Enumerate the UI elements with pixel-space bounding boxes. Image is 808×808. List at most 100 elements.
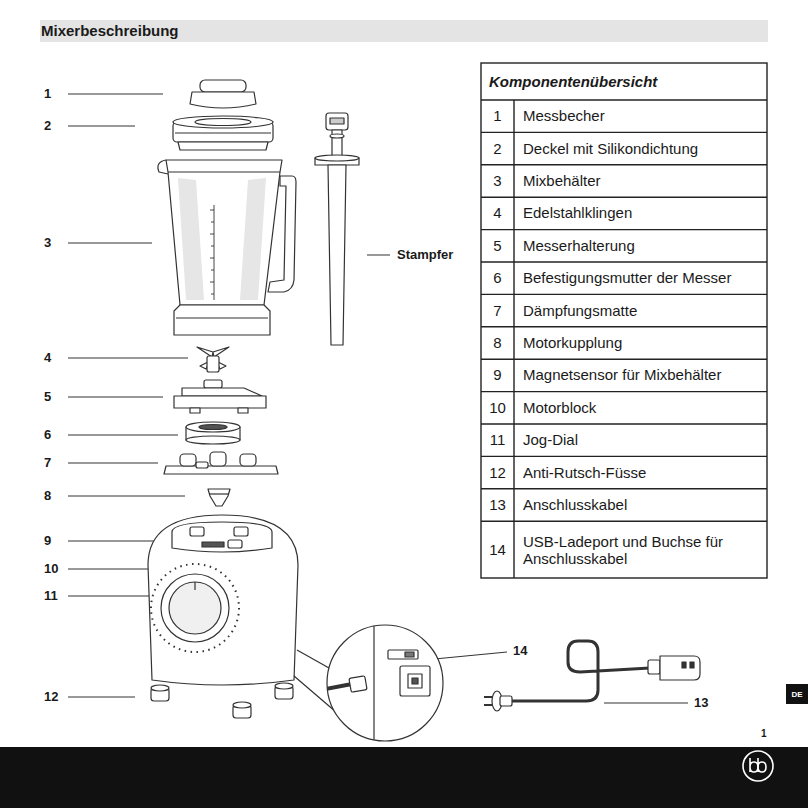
blender-drawing xyxy=(512,641,650,701)
table-grid xyxy=(481,359,767,360)
blender-drawing xyxy=(330,118,344,124)
leader-lines xyxy=(68,243,152,244)
table-grid xyxy=(481,99,767,100)
blender-drawing xyxy=(148,515,298,685)
table-cell: Dämpfungsmatte xyxy=(523,302,761,319)
blender-drawing xyxy=(178,142,268,150)
blender-drawing xyxy=(190,408,200,413)
blender-drawing xyxy=(164,466,278,474)
tab-text: DE xyxy=(791,690,802,699)
blender-drawing xyxy=(682,662,686,668)
table-number: 14 xyxy=(489,541,506,558)
blender-drawing xyxy=(200,80,246,92)
table-cell: Magnetsensor für Mixbehälter xyxy=(523,367,761,384)
blender-drawing xyxy=(172,522,272,552)
blender-drawing xyxy=(178,178,204,300)
leader-lines xyxy=(68,126,135,127)
blender-drawing xyxy=(275,683,293,689)
blender-drawing xyxy=(297,650,329,668)
callout-number: 13 xyxy=(694,696,708,711)
table-grid xyxy=(481,261,767,262)
table-number: 6 xyxy=(493,270,501,287)
blender-drawing xyxy=(648,660,660,674)
blender-drawing xyxy=(373,620,374,746)
blender-drawing xyxy=(320,684,352,690)
table-cell: USB-Ladeport und Buchse für Anschlusskab… xyxy=(523,532,761,567)
blender-drawing xyxy=(204,380,222,388)
table-grid xyxy=(481,423,767,424)
blender-drawing xyxy=(349,676,367,693)
blender-drawing xyxy=(484,697,492,705)
blender-drawing xyxy=(328,165,346,345)
leader-lines xyxy=(68,569,153,570)
blender-drawing xyxy=(207,356,219,372)
blender-drawing xyxy=(315,155,359,161)
callout-number: 2 xyxy=(44,119,51,134)
blender-drawing xyxy=(240,454,256,466)
table-grid xyxy=(481,456,767,457)
logo xyxy=(758,758,766,772)
table-grid xyxy=(481,229,767,230)
leader-lines xyxy=(68,697,135,698)
table-number: 10 xyxy=(489,399,506,416)
table-cell: Edelstahlklingen xyxy=(523,205,761,222)
table-number: 12 xyxy=(489,464,506,481)
blender-drawing xyxy=(400,666,430,696)
table-grid xyxy=(513,100,514,578)
title-band xyxy=(40,20,768,42)
table-grid xyxy=(481,196,767,197)
blender-drawing xyxy=(660,656,700,680)
blender-drawing xyxy=(158,160,168,174)
table-grid xyxy=(481,294,767,295)
blender-drawing xyxy=(190,92,256,108)
table-grid xyxy=(481,326,767,327)
page-number: 1 xyxy=(761,728,767,740)
table-grid xyxy=(481,132,767,133)
table-cell: Motorblock xyxy=(523,399,761,416)
blender-drawing xyxy=(196,462,208,468)
callout-number: 14 xyxy=(513,644,527,659)
blender-drawing xyxy=(210,452,226,466)
blender-drawing xyxy=(151,685,169,691)
blender-drawing xyxy=(500,696,512,706)
logo xyxy=(750,758,758,772)
table-grid xyxy=(481,164,767,165)
table-cell: Motorkupplung xyxy=(523,334,761,351)
table-grid xyxy=(481,521,767,522)
blender-drawing xyxy=(151,564,239,652)
blender-drawing xyxy=(327,625,443,741)
table-number: 5 xyxy=(493,237,501,254)
blender-drawing xyxy=(228,540,242,548)
callout-number: 12 xyxy=(44,690,58,705)
blender-drawing xyxy=(209,493,229,494)
logo xyxy=(743,751,773,781)
blender-drawing xyxy=(320,620,430,746)
blender-drawing xyxy=(175,132,271,133)
table-number: 7 xyxy=(493,302,501,319)
table-grid xyxy=(481,391,767,392)
table-cell: Messbecher xyxy=(523,108,761,125)
table-number: 8 xyxy=(493,334,501,351)
blender-drawing xyxy=(186,422,240,432)
callout-number: 8 xyxy=(44,489,51,504)
blender-drawing xyxy=(180,454,196,466)
blender-drawing xyxy=(326,113,348,130)
table-grid xyxy=(481,488,767,489)
table-cell: Deckel mit Silikondichtung xyxy=(523,140,761,157)
blender-drawing xyxy=(176,317,268,318)
blender-drawing xyxy=(405,652,414,657)
table-cell: Jog-Dial xyxy=(523,432,761,449)
blender-drawing xyxy=(234,527,248,536)
blender-drawing xyxy=(182,388,262,396)
logo xyxy=(743,751,773,781)
blender-drawing xyxy=(190,527,204,536)
blender-drawing xyxy=(161,574,229,642)
footer-bar xyxy=(0,747,808,808)
leader-lines xyxy=(68,397,163,398)
blender-drawing xyxy=(169,582,221,634)
blender-drawing xyxy=(412,678,418,684)
callout-number: 1 xyxy=(44,87,51,102)
leader-lines xyxy=(68,435,178,436)
